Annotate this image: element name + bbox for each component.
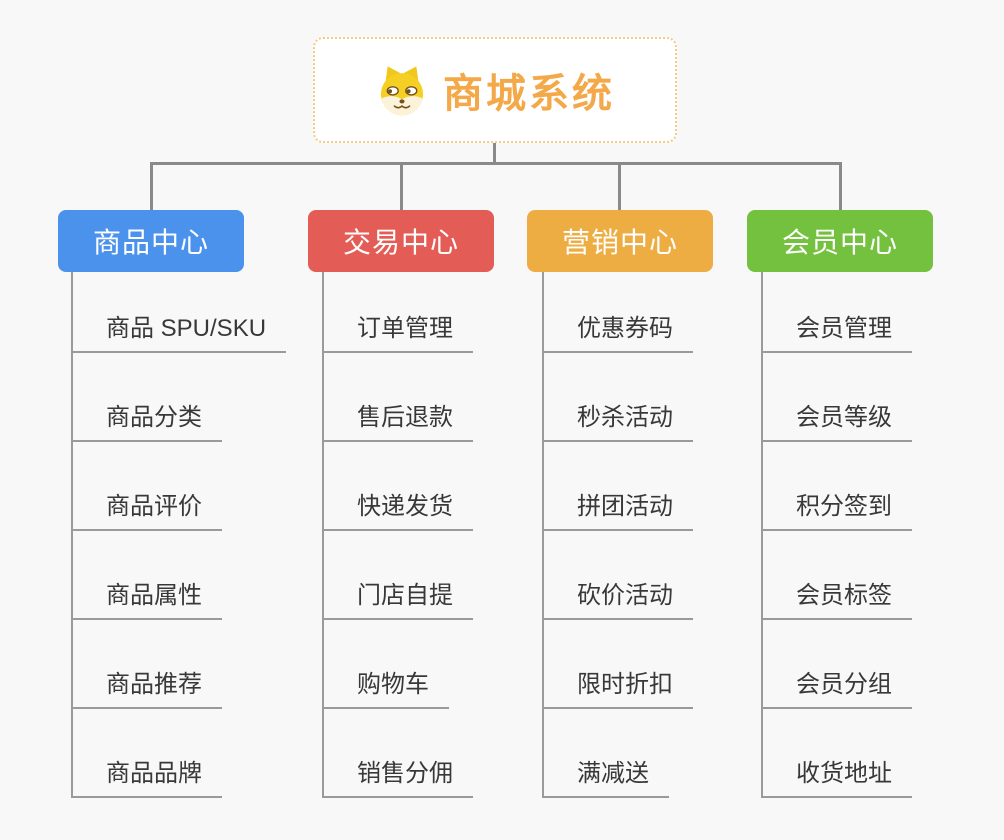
root-title: 商城系统 <box>443 72 615 116</box>
branch-trunk-line <box>761 272 763 798</box>
dog-face-icon <box>375 63 429 117</box>
leaf-node[interactable]: 会员等级 <box>761 402 912 442</box>
leaf-node[interactable]: 购物车 <box>322 669 449 709</box>
leaf-node[interactable]: 销售分佣 <box>322 758 473 798</box>
leaf-node[interactable]: 优惠券码 <box>542 313 693 353</box>
leaf-node[interactable]: 会员管理 <box>761 313 912 353</box>
leaf-node[interactable]: 商品评价 <box>71 491 222 531</box>
leaf-node[interactable]: 订单管理 <box>322 313 473 353</box>
leaf-node[interactable]: 限时折扣 <box>542 669 693 709</box>
branch-node-trade-center[interactable]: 交易中心 <box>308 210 494 272</box>
leaf-node[interactable]: 秒杀活动 <box>542 402 693 442</box>
branch-node-product-center[interactable]: 商品中心 <box>58 210 244 272</box>
branch-trunk-line <box>322 272 324 798</box>
leaf-node[interactable]: 满减送 <box>542 758 669 798</box>
root-node[interactable]: 商城系统 <box>313 37 677 143</box>
leaf-node[interactable]: 积分签到 <box>761 491 912 531</box>
connector-root-trunk <box>493 141 496 165</box>
branch-trunk-line <box>71 272 73 798</box>
leaf-node[interactable]: 商品品牌 <box>71 758 222 798</box>
leaf-node[interactable]: 门店自提 <box>322 580 473 620</box>
leaf-node[interactable]: 商品 SPU/SKU <box>71 313 287 353</box>
connector-bus-line <box>150 162 842 165</box>
branch-node-member-center[interactable]: 会员中心 <box>747 210 933 272</box>
leaf-node[interactable]: 拼团活动 <box>542 491 693 531</box>
leaf-node[interactable]: 商品推荐 <box>71 669 222 709</box>
leaf-node[interactable]: 会员标签 <box>761 580 912 620</box>
connector-drop-line <box>400 162 403 210</box>
leaf-node[interactable]: 快递发货 <box>322 491 473 531</box>
branch-trunk-line <box>542 272 544 798</box>
leaf-node[interactable]: 会员分组 <box>761 669 912 709</box>
connector-drop-line <box>839 162 842 210</box>
branch-node-marketing-center[interactable]: 营销中心 <box>527 210 713 272</box>
leaf-node[interactable]: 售后退款 <box>322 402 473 442</box>
connector-drop-line <box>618 162 621 210</box>
connector-drop-line <box>150 162 153 210</box>
leaf-node[interactable]: 砍价活动 <box>542 580 693 620</box>
leaf-node[interactable]: 收货地址 <box>761 758 912 798</box>
leaf-node[interactable]: 商品分类 <box>71 402 222 442</box>
leaf-node[interactable]: 商品属性 <box>71 580 222 620</box>
